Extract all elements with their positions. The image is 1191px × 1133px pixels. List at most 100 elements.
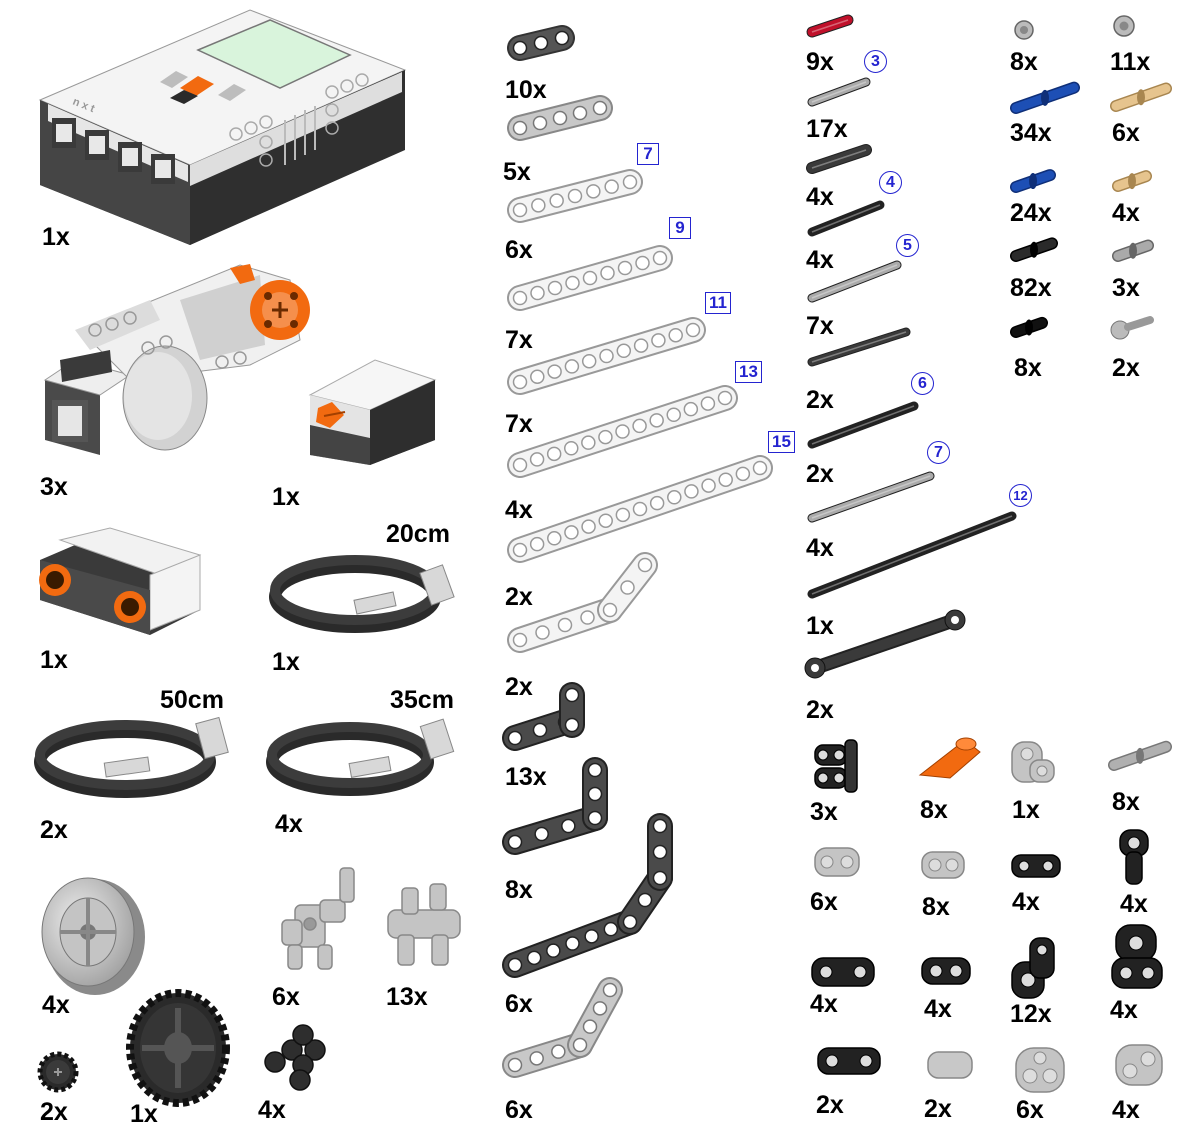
quantity-axle-5: 7x bbox=[806, 312, 834, 340]
quantity-connector-black-small: 4x bbox=[1012, 888, 1040, 916]
connector-icon bbox=[814, 847, 860, 877]
quantity-beam-15: 2x bbox=[505, 583, 533, 611]
quantity-double-connector-cross: 3x bbox=[810, 798, 838, 826]
quantity-cross-block-4: 4x bbox=[258, 1096, 286, 1124]
pin-icon bbox=[1110, 82, 1172, 112]
quantity-beam-11: 7x bbox=[505, 410, 533, 438]
connector-icon bbox=[921, 851, 965, 879]
connector-icon bbox=[1125, 851, 1143, 885]
wheel-hub-icon bbox=[41, 877, 145, 995]
pin-icon bbox=[1108, 740, 1172, 771]
beam-icon bbox=[502, 25, 773, 1078]
quantity-beam-13: 4x bbox=[505, 496, 533, 524]
quantity-gear-12: 2x bbox=[40, 1098, 68, 1126]
gear-icon bbox=[37, 1051, 79, 1093]
quantity-beam-5: 5x bbox=[503, 158, 531, 186]
quantity-beam-l-large: 8x bbox=[505, 876, 533, 904]
beam-length-beam-11: 11 bbox=[705, 292, 731, 314]
connector-icon bbox=[921, 957, 971, 985]
quantity-cable-20: 1x bbox=[272, 648, 300, 676]
connector-icon bbox=[811, 957, 875, 987]
quantity-bush: 8x bbox=[1010, 48, 1038, 76]
quantity-axle-2: 9x bbox=[806, 48, 834, 76]
connector-icon bbox=[918, 737, 981, 779]
pin-icon bbox=[1010, 81, 1080, 114]
beam-length-beam-9: 9 bbox=[669, 217, 691, 239]
quantity-connector-3x: 6x bbox=[272, 983, 300, 1011]
quantity-axle-black-short: 2x bbox=[806, 386, 834, 414]
pin-icon bbox=[1010, 316, 1048, 338]
quantity-axle-6: 2x bbox=[806, 460, 834, 488]
beam-icon bbox=[507, 245, 673, 311]
axle-icon bbox=[807, 77, 871, 107]
quantity-beam-bent-white: 2x bbox=[505, 673, 533, 701]
pin-icon bbox=[1010, 169, 1056, 193]
cable-length-cable-50: 50cm bbox=[160, 686, 224, 714]
quantity-touch-sensor: 1x bbox=[272, 483, 300, 511]
pin-icon bbox=[1010, 15, 1172, 771]
beam-length-beam-13: 13 bbox=[735, 361, 762, 383]
pin-icon bbox=[1014, 20, 1034, 40]
pin-icon bbox=[1112, 239, 1154, 262]
beam-length-beam-15: 15 bbox=[768, 431, 795, 453]
beam-icon bbox=[507, 455, 773, 563]
beam-icon bbox=[597, 552, 658, 623]
axle-length-axle-6: 6 bbox=[911, 372, 934, 395]
connector-icon bbox=[1029, 759, 1055, 783]
pin-icon bbox=[1112, 170, 1152, 192]
quantity-axle-joiner-grey: 2x bbox=[924, 1095, 952, 1123]
quantity-axle-7: 4x bbox=[806, 534, 834, 562]
pin-icon bbox=[1113, 15, 1135, 37]
quantity-connector-t-black: 4x bbox=[1120, 890, 1148, 918]
quantity-pin-blue-long: 34x bbox=[1010, 119, 1052, 147]
quantity-nxt-brick: 1x bbox=[42, 223, 70, 251]
cable-length-cable-20: 20cm bbox=[386, 520, 450, 548]
beam-length-beam-7: 7 bbox=[637, 143, 659, 165]
quantity-connector-double-grey: 6x bbox=[1016, 1096, 1044, 1124]
connector-icon bbox=[281, 867, 355, 970]
cable-icon bbox=[34, 716, 229, 798]
beam-icon bbox=[507, 25, 575, 61]
axle-length-axle-4: 4 bbox=[879, 171, 902, 194]
quantity-pin-axle-grey: 8x bbox=[1112, 788, 1140, 816]
servo-motor-icon bbox=[43, 264, 310, 455]
quantity-pin-black-short: 8x bbox=[1014, 354, 1042, 382]
quantity-axle-4: 4x bbox=[806, 246, 834, 274]
axle-icon bbox=[807, 260, 902, 303]
cable-icon bbox=[266, 718, 455, 796]
axle-length-axle-7: 7 bbox=[927, 441, 950, 464]
beam-icon bbox=[507, 317, 706, 395]
quantity-ball-pin: 2x bbox=[1112, 354, 1140, 382]
quantity-cable-50: 2x bbox=[40, 816, 68, 844]
quantity-pin-black: 82x bbox=[1010, 274, 1052, 302]
quantity-orange-horn: 8x bbox=[920, 796, 948, 824]
quantity-connector-perp-grey: 4x bbox=[1112, 1096, 1140, 1124]
connector-icon bbox=[817, 1047, 881, 1075]
cable-length-cable-35: 35cm bbox=[390, 686, 454, 714]
beam-icon bbox=[647, 813, 673, 891]
connector-icon bbox=[814, 767, 848, 789]
axle-icon bbox=[807, 471, 935, 523]
beam-icon bbox=[502, 909, 643, 978]
connector-icon bbox=[814, 744, 848, 766]
quantity-connector-block-black-small: 4x bbox=[924, 995, 952, 1023]
quantity-beam-3: 10x bbox=[505, 76, 547, 104]
quantity-beam-bent-dark: 6x bbox=[505, 990, 533, 1018]
beam-icon bbox=[507, 95, 613, 141]
connector-icon bbox=[1115, 1044, 1163, 1086]
beam-icon bbox=[507, 169, 643, 223]
quantity-connector-block-black: 4x bbox=[810, 990, 838, 1018]
quantity-ultrasonic-sensor: 1x bbox=[40, 646, 68, 674]
axle-icon bbox=[807, 401, 919, 449]
connector-icon bbox=[1029, 937, 1055, 979]
ultrasonic-sensor-icon bbox=[39, 527, 202, 635]
quantity-angle-connector-black: 12x bbox=[1010, 1000, 1052, 1028]
connector-icon bbox=[1011, 854, 1061, 878]
quantity-axle-3: 17x bbox=[806, 115, 848, 143]
connector-icon bbox=[1015, 1047, 1065, 1093]
quantity-pin-grey: 3x bbox=[1112, 274, 1140, 302]
quantity-connector-double: 13x bbox=[386, 983, 428, 1011]
nxt-brick-icon: nxt bbox=[38, 9, 407, 245]
